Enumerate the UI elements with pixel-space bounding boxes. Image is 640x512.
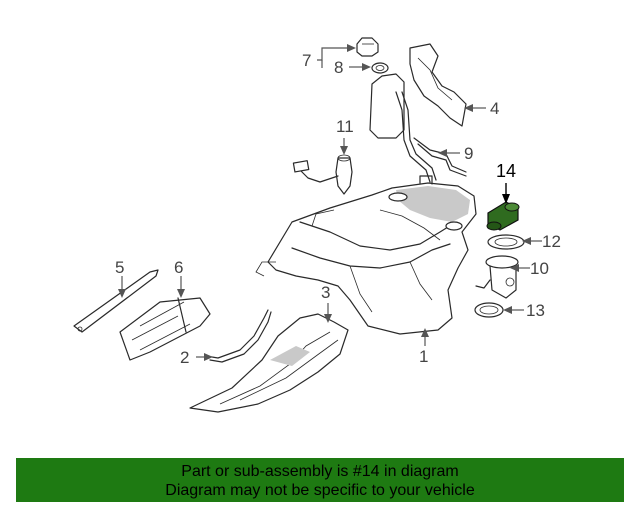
- callout-label-8: 8: [334, 58, 343, 77]
- callout-label-11: 11: [336, 117, 354, 136]
- callout-label-10: 10: [530, 259, 549, 278]
- callout-label-3: 3: [321, 283, 330, 302]
- lock-ring-part-12: [487, 234, 525, 250]
- level-sender-part-11: [292, 154, 353, 195]
- parts-diagram: 1 2 3 4 5 6 7 8 9: [73, 37, 561, 413]
- callout-8: 8: [334, 58, 371, 77]
- tank-strap-part-5: [73, 269, 159, 333]
- callout-10: 10: [510, 259, 549, 278]
- filler-cap-part-7: [356, 37, 379, 57]
- callout-label-4: 4: [490, 99, 499, 118]
- callout-label-9: 9: [464, 144, 473, 163]
- line-part-2: [205, 309, 272, 363]
- callout-4: 4: [464, 99, 499, 118]
- callout-7: 7: [302, 44, 356, 70]
- banner-line-1: Part or sub-assembly is #14 in diagram: [181, 463, 459, 480]
- callout-14: 14: [496, 161, 516, 204]
- callout-6: 6: [174, 258, 185, 298]
- callout-label-14: 14: [496, 161, 516, 181]
- seal-ring-part-8: [371, 62, 389, 74]
- fuel-tank-part-1: [255, 175, 477, 335]
- banner-line-2: Diagram may not be specific to your vehi…: [165, 482, 475, 499]
- callout-label-1: 1: [419, 347, 428, 366]
- callout-label-6: 6: [174, 258, 183, 277]
- underbody-shield-part-3: [189, 313, 349, 413]
- callout-2: 2: [180, 348, 213, 367]
- heat-shield-part-6: [119, 297, 211, 361]
- callout-label-7: 7: [302, 51, 311, 70]
- callout-label-13: 13: [526, 301, 545, 320]
- callout-12: 12: [522, 232, 561, 251]
- callout-label-2: 2: [180, 348, 189, 367]
- callout-9: 9: [438, 144, 473, 163]
- callout-label-12: 12: [542, 232, 561, 251]
- callout-13: 13: [503, 301, 545, 320]
- filler-neck: [369, 73, 437, 183]
- callout-label-5: 5: [115, 258, 124, 277]
- fuel-pump-part-14: [486, 201, 520, 231]
- callout-5: 5: [115, 258, 126, 298]
- callout-11: 11: [336, 117, 354, 155]
- pump-bracket-part-10: [475, 255, 519, 299]
- callout-1: 1: [419, 328, 429, 366]
- vent-pipe-part-9: [413, 137, 467, 177]
- heat-shield-part-4: [409, 43, 467, 127]
- pump-seal-part-13: [474, 302, 504, 318]
- info-banner: Part or sub-assembly is #14 in diagram D…: [16, 458, 624, 502]
- callout-3: 3: [321, 283, 332, 323]
